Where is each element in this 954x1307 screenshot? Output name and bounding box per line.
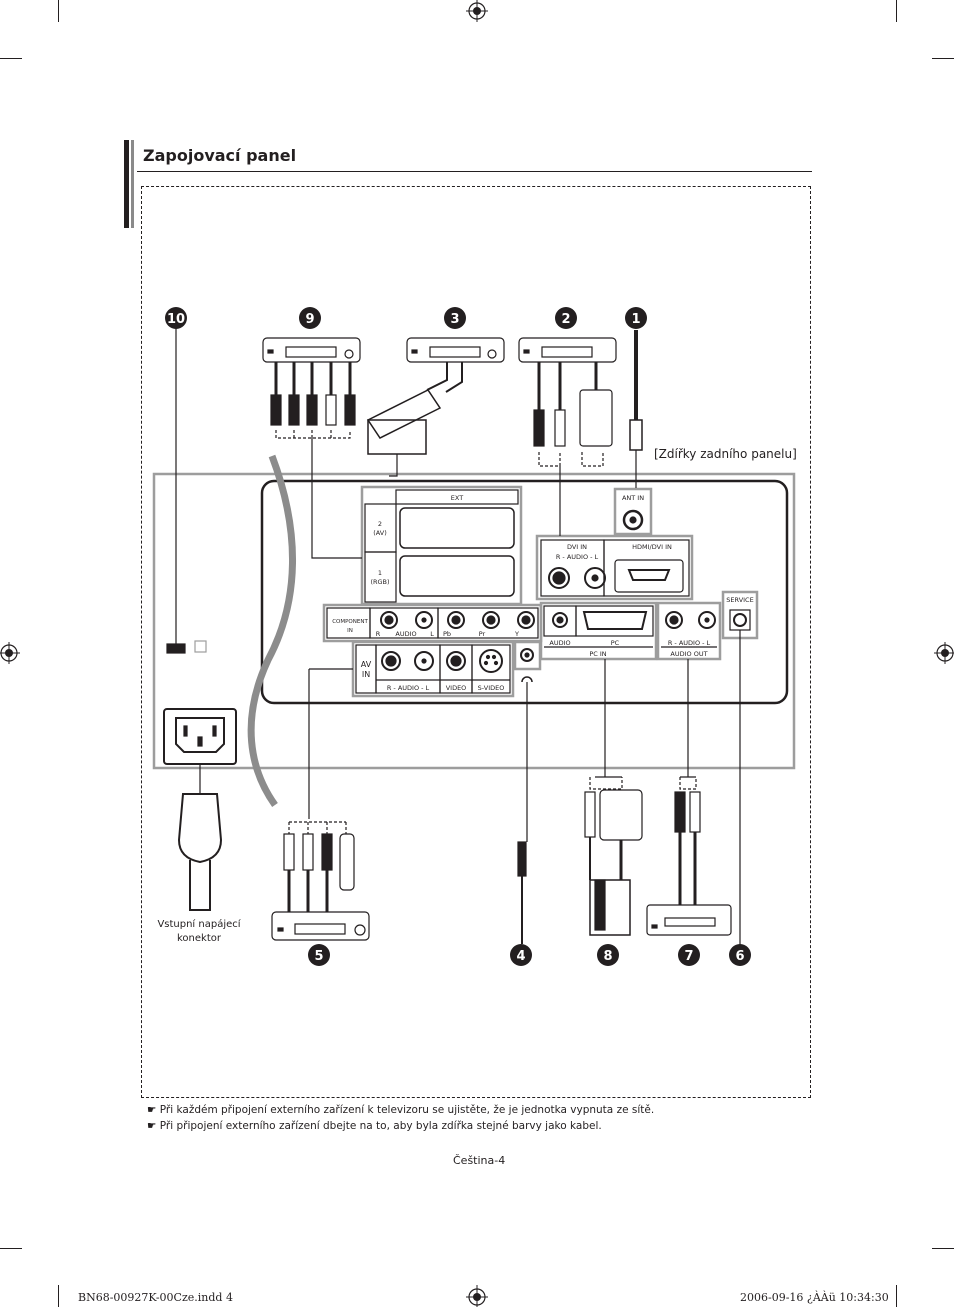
callout-6: 6: [735, 949, 744, 964]
registration-mark: [934, 642, 954, 664]
ant-in-label: ANT IN: [622, 494, 644, 502]
pr-label: Pr: [479, 630, 486, 638]
note-1: ☛ Při každém připojení externího zařízen…: [147, 1104, 654, 1116]
registration-mark: [466, 0, 488, 22]
pc-label: PC: [611, 639, 620, 647]
footer-right: 2006-09-16 ¿ÀÀü 10:34:30: [740, 1291, 889, 1304]
av-audio-label: R - AUDIO - L: [387, 684, 430, 692]
component-audio-label: AUDIO: [395, 630, 416, 638]
callout-4: 4: [516, 949, 525, 964]
audio-out-rl-label: R - AUDIO - L: [668, 639, 711, 647]
note-2-text: Při připojení externího zařízení dbejte …: [159, 1120, 602, 1132]
component-l-label: L: [430, 630, 434, 638]
crop-mark: [896, 0, 897, 22]
pc-in-label: PC IN: [589, 650, 606, 658]
video-label: VIDEO: [446, 684, 467, 692]
component-r-label: R: [376, 630, 381, 638]
footer-left: BN68-00927K-00Cze.indd 4: [78, 1291, 233, 1304]
component-label: COMPONENT: [332, 619, 368, 625]
rear-panel-caption: [Zdířky zadního panelu]: [654, 447, 797, 461]
crop-mark: [896, 1285, 897, 1307]
heading-bar: [124, 140, 129, 228]
ext1-label-rgb: (RGB): [370, 578, 389, 586]
dvi-in-label: DVI IN: [567, 543, 587, 551]
component-in-label: IN: [347, 628, 353, 634]
heading-bar: [131, 140, 134, 228]
crop-mark: [932, 58, 954, 59]
ext-label: EXT: [451, 494, 463, 502]
dvi-audio-label: R - AUDIO - L: [556, 553, 599, 561]
power-connector-label: Vstupní napájecí konektor: [150, 918, 248, 946]
section-title: Zapojovací panel: [143, 146, 297, 165]
callout-3: 3: [450, 312, 459, 327]
ext1-label-num: 1: [378, 569, 382, 577]
crop-mark: [0, 58, 22, 59]
pointing-hand-icon: ☛: [147, 1120, 157, 1132]
note-1-text: Při každém připojení externího zařízení …: [159, 1104, 655, 1116]
y-label: Y: [514, 630, 519, 638]
ext2-label-num: 2: [378, 520, 382, 528]
callout-2: 2: [561, 312, 570, 327]
page-number: Čeština-4: [453, 1154, 506, 1167]
av-label: AV: [361, 660, 372, 669]
callout-1: 1: [631, 312, 640, 327]
audio-out-label: AUDIO OUT: [670, 650, 707, 658]
callout-5: 5: [314, 949, 323, 964]
power-connector-line2: konektor: [177, 933, 221, 944]
note-2: ☛ Při připojení externího zařízení dbejt…: [147, 1120, 602, 1132]
pb-label: Pb: [443, 630, 451, 638]
diagram-frame: [141, 186, 811, 1098]
crop-mark: [58, 1285, 59, 1307]
ext2-label-av: (AV): [373, 529, 387, 537]
registration-mark: [466, 1285, 488, 1307]
callout-10: 10: [167, 312, 185, 327]
pointing-hand-icon: ☛: [147, 1104, 157, 1116]
crop-mark: [0, 1248, 22, 1249]
hdmi-label: HDMI/DVI IN: [632, 543, 672, 551]
crop-mark: [932, 1248, 954, 1249]
registration-mark: [0, 642, 20, 664]
s-video-label: S-VIDEO: [478, 684, 505, 692]
heading-rule: [137, 171, 812, 172]
power-connector-line1: Vstupní napájecí: [157, 919, 241, 930]
service-label: SERVICE: [726, 596, 753, 604]
av-in-label: IN: [362, 670, 370, 679]
callout-8: 8: [603, 949, 612, 964]
crop-mark: [58, 0, 59, 22]
callout-7: 7: [684, 949, 693, 964]
callout-9: 9: [305, 312, 314, 327]
pc-audio-label: AUDIO: [549, 639, 570, 647]
